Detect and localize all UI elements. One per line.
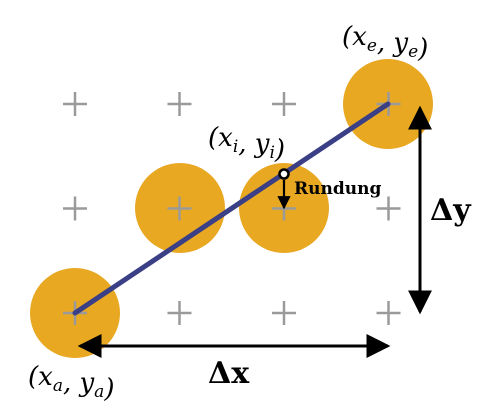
ideal-line [72,101,391,316]
delta-x-label: Δx [208,356,250,391]
rounding-label: Rundung [294,179,381,199]
grid-markers [63,92,401,325]
grid-plus-marker [167,92,192,116]
intermediate-point-marker [278,168,290,180]
grid-plus-marker [63,92,87,116]
grid-plus-marker [63,196,87,221]
start-point-label: (xa, ya) [28,362,114,404]
grid-plus-marker [167,196,192,221]
grid-plus-marker [376,301,401,325]
grid-plus-marker [272,301,296,325]
delta-y-label: Δy [430,193,472,228]
grid-plus-marker [376,196,401,221]
grid-plus-marker [272,92,296,116]
intermediate-point-label: (xi, yi) [208,123,285,165]
end-point-label: (xe, ye) [342,22,428,64]
grid-plus-marker [167,301,192,325]
